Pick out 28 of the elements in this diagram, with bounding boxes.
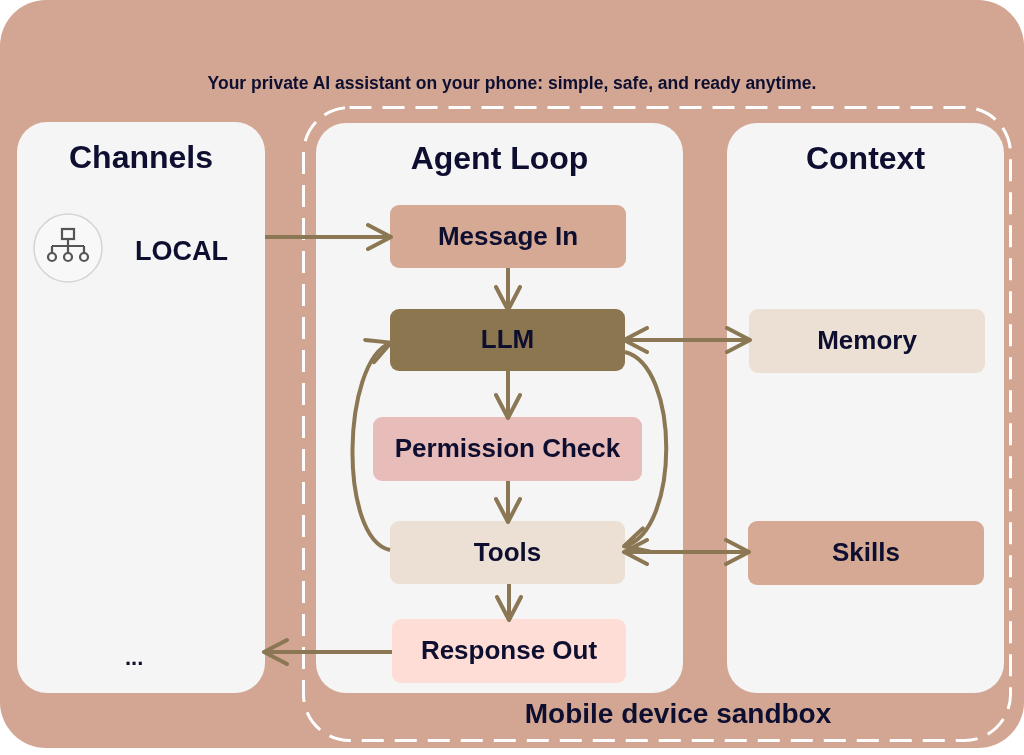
process-box: Tools <box>390 521 625 584</box>
panel-heading: Context <box>805 139 926 178</box>
process-box: Response Out <box>392 619 626 683</box>
arrow <box>265 223 393 251</box>
arrow <box>622 326 752 354</box>
arrow <box>494 371 522 420</box>
arrow <box>494 481 522 524</box>
panel-heading: Agent Loop <box>410 139 589 178</box>
process-box: Permission Check <box>373 417 642 481</box>
arrow <box>262 638 392 666</box>
ellipsis-text: ... <box>125 645 144 672</box>
process-box: LLM <box>390 309 625 371</box>
arrow <box>622 538 751 566</box>
arrow <box>350 340 393 552</box>
panel <box>727 123 1004 693</box>
sandbox-region <box>302 106 1012 742</box>
channel-label: LOCAL <box>135 235 228 268</box>
arrow <box>495 584 523 622</box>
region-label: Mobile device sandbox <box>524 697 832 731</box>
process-box: Skills <box>748 521 984 585</box>
panel <box>316 123 683 693</box>
arrow <box>494 268 522 312</box>
subtitle: Your private AI assistant on your phone: simple, safe, and ready anytime. <box>207 73 817 94</box>
process-box: Message In <box>390 205 626 268</box>
arrow <box>622 350 669 549</box>
panel <box>17 122 265 693</box>
process-box: Memory <box>749 309 985 373</box>
panel-heading: Channels <box>69 138 213 177</box>
